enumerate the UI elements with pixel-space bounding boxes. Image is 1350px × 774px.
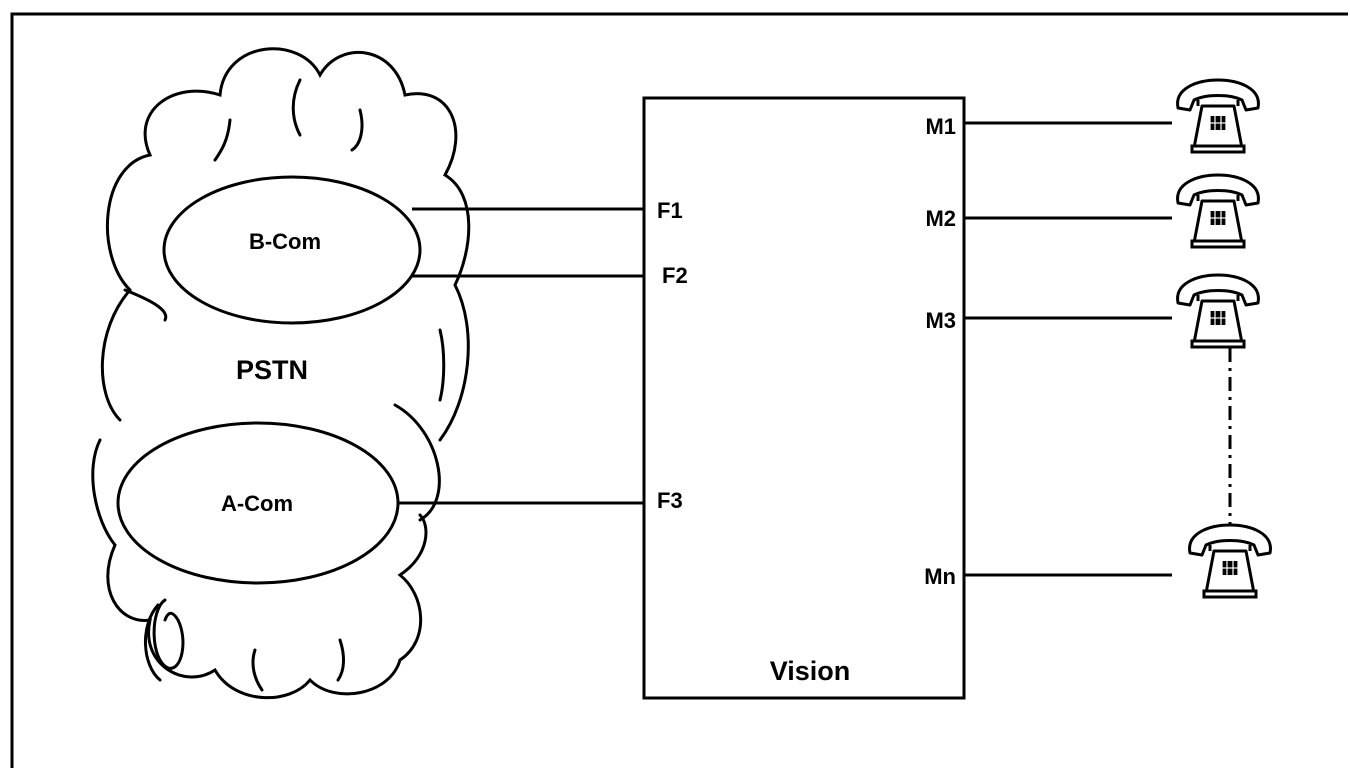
port-label-f3: F3 [657, 488, 683, 513]
port-label-f2: F2 [662, 263, 688, 288]
telephone-icon [1176, 78, 1260, 154]
port-label-m2: M2 [925, 206, 956, 231]
telephone-icon [1176, 173, 1260, 249]
b-com-label: B-Com [249, 229, 321, 254]
pstn-label: PSTN [236, 355, 308, 385]
port-label-f1: F1 [657, 198, 683, 223]
port-label-m3: M3 [925, 308, 956, 333]
vision-pbx-box [642, 96, 966, 700]
port-label-m1: M1 [925, 114, 956, 139]
telephone-icon [1188, 523, 1272, 599]
port-label-mn: Mn [924, 564, 956, 589]
vision-label: Vision [770, 656, 851, 686]
b-com-exchange [162, 175, 422, 325]
a-com-label: A-Com [221, 491, 293, 516]
telephone-icon [1176, 273, 1260, 349]
diagram-frame [10, 12, 1348, 768]
